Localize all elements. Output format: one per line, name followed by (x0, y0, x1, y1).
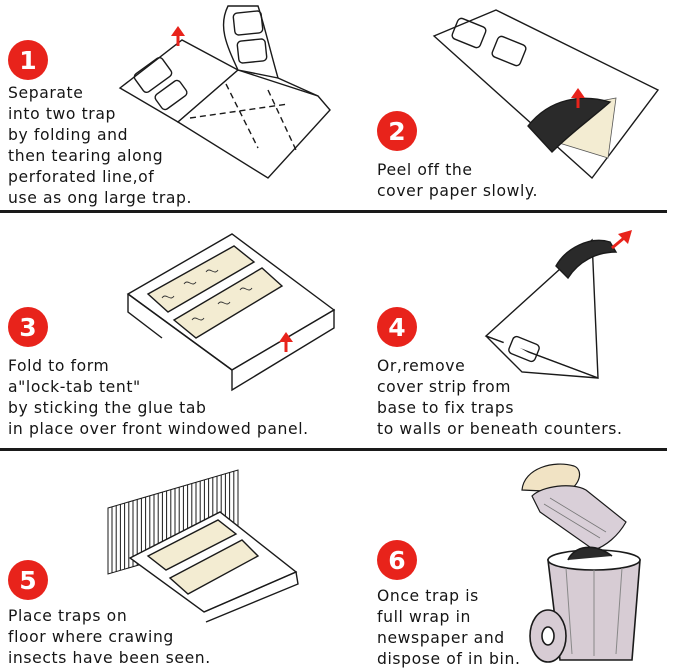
illustration-peel-cover (432, 9, 660, 180)
step-number-badge-6: 6 (377, 540, 417, 580)
illustration-place-on-floor (107, 469, 299, 623)
red-arrow-icon (571, 88, 585, 108)
step-number-badge-2: 2 (377, 111, 417, 151)
illustration-dispose-in-bin (521, 463, 641, 663)
step-instruction-3: Fold to form a"lock-tab tent" by stickin… (8, 357, 309, 438)
illustration-lock-tab-tent (126, 233, 336, 392)
step-instruction-6: Once trap is full wrap in newspaper and … (377, 587, 521, 668)
illustration-remove-cover-strip (484, 230, 632, 380)
step-number-badge-1: 1 (8, 40, 48, 80)
step-number-badge-4: 4 (377, 307, 417, 347)
trash-bin-icon (529, 546, 641, 663)
red-arrow-icon (171, 26, 185, 46)
section-divider-2 (0, 448, 667, 451)
step-number-badge-5: 5 (8, 560, 48, 600)
section-divider-1 (0, 210, 667, 213)
step-instruction-2: Peel off the cover paper slowly. (377, 161, 539, 200)
red-arrow-icon (611, 230, 632, 250)
step-instruction-1: Separate into two trap by folding and th… (8, 84, 193, 207)
illustration-separate-trap (118, 5, 331, 179)
step-instruction-4: Or,remove cover strip from base to fix t… (377, 357, 623, 438)
step-number-badge-3: 3 (8, 307, 48, 347)
step-instruction-5: Place traps on floor where crawing insec… (8, 607, 211, 667)
red-arrow-icon (279, 332, 293, 352)
